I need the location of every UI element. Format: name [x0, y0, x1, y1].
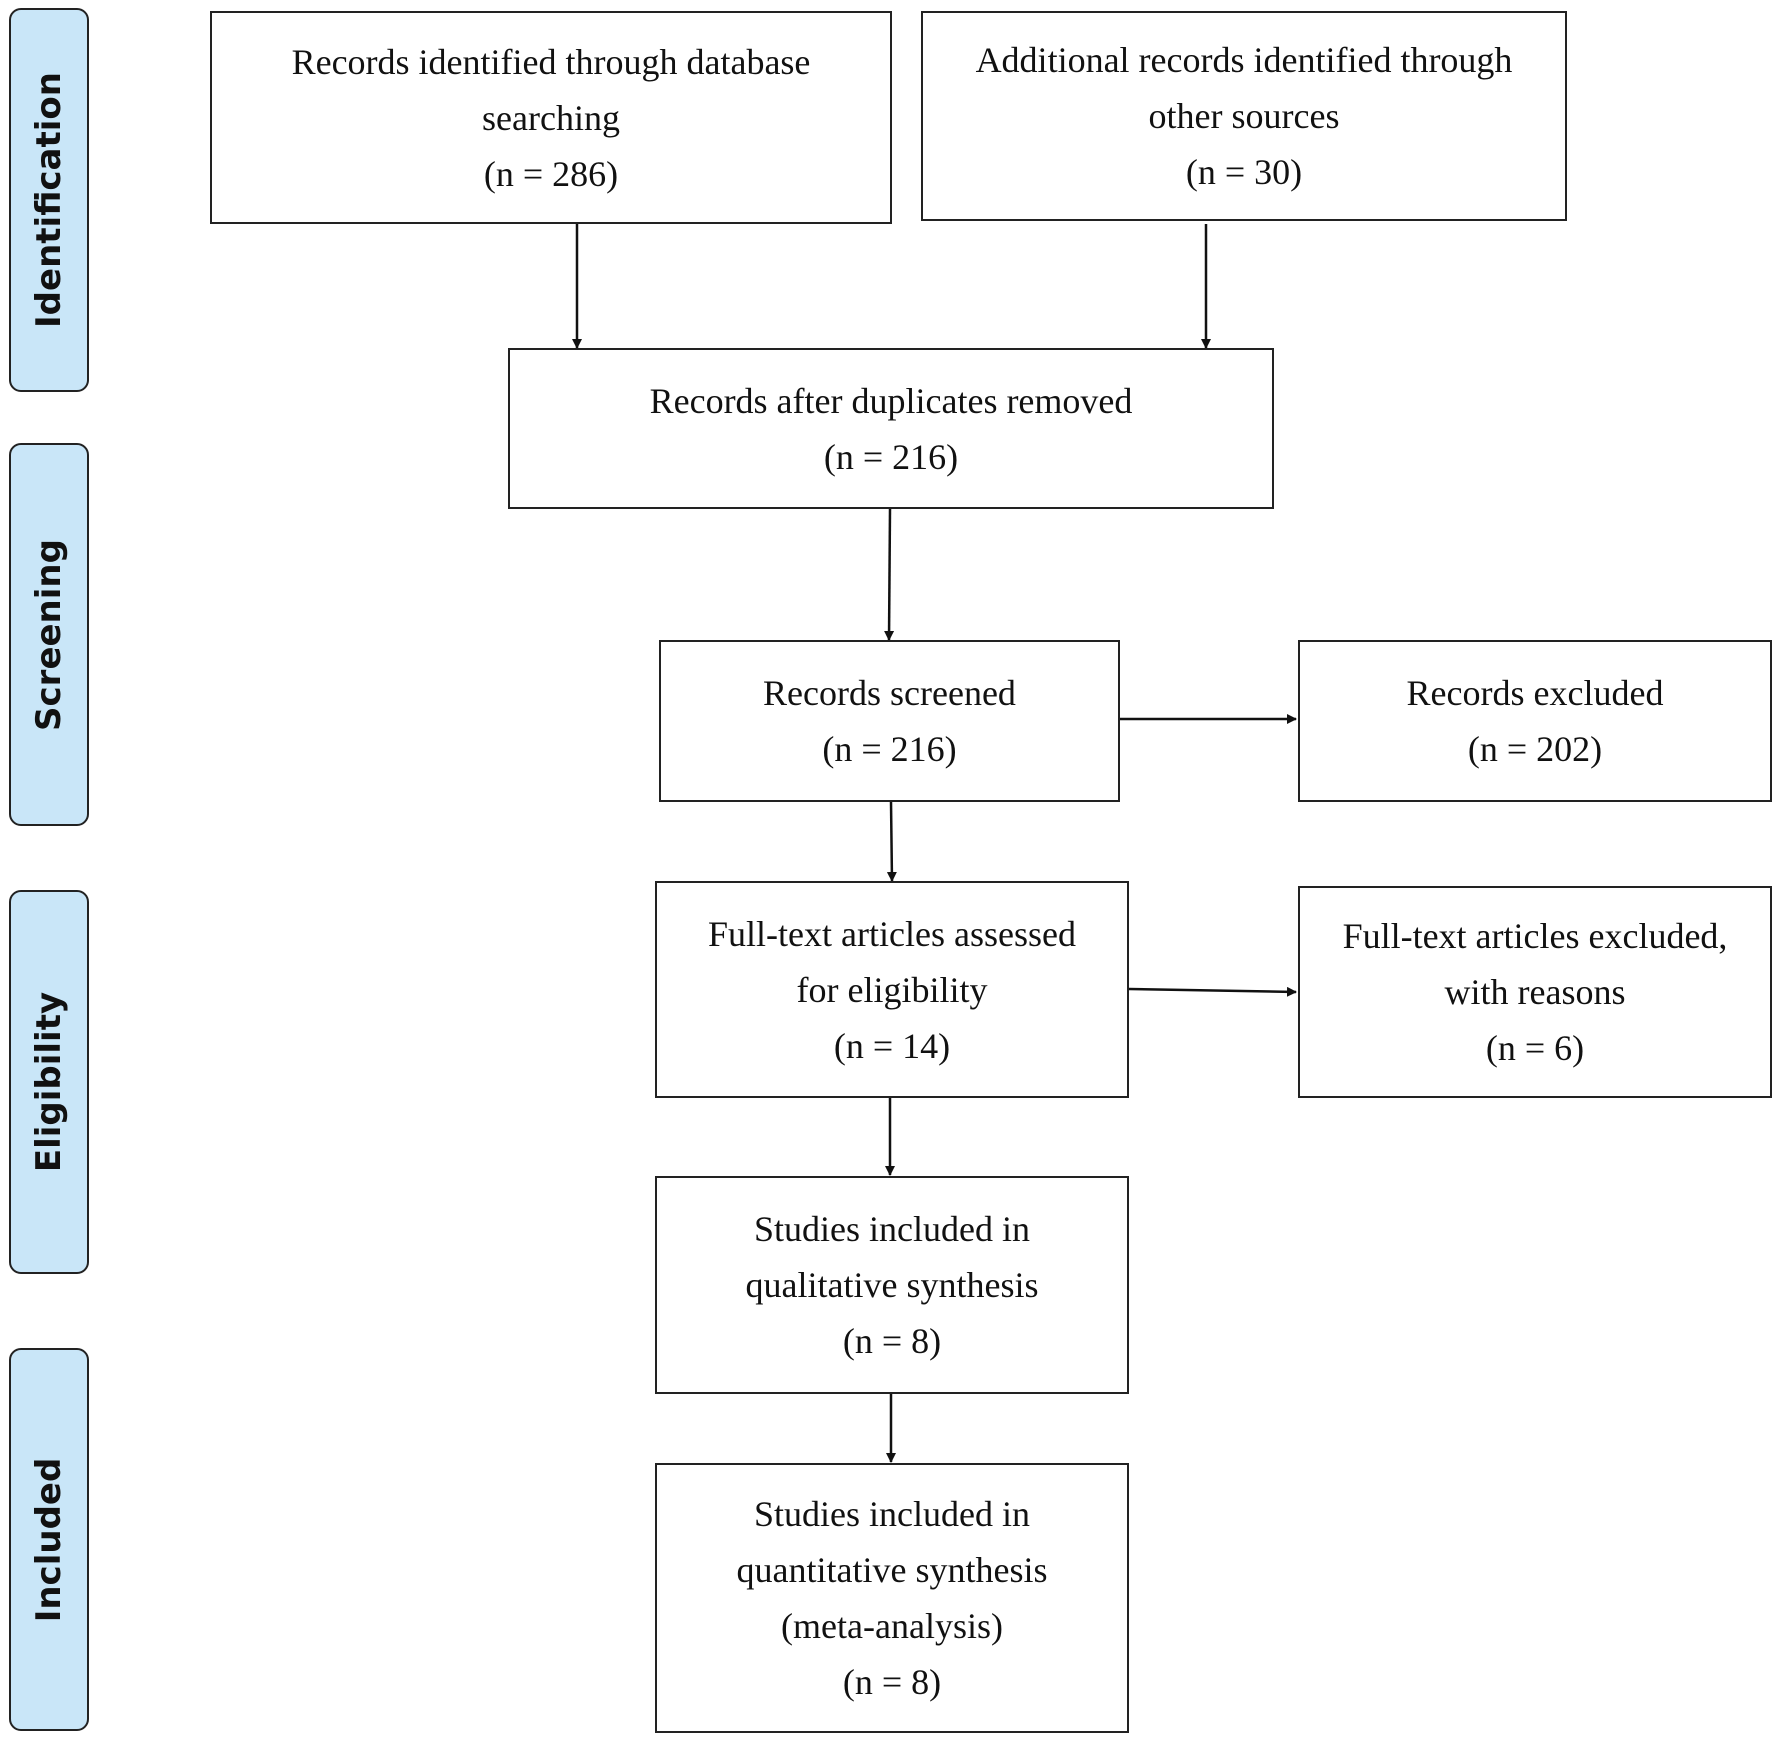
box-quantitative-synthesis: Studies included in quantitative synthes… — [655, 1463, 1129, 1733]
box-line: (n = 30) — [1185, 152, 1303, 192]
box-line: (n = 286) — [483, 153, 619, 194]
box-records-screened: Records screened (n = 216) — [659, 640, 1120, 802]
box-line: qualitative synthesis — [745, 1265, 1039, 1305]
box-fulltext-assessed: Full-text articles assessed for eligibil… — [655, 881, 1129, 1098]
phase-included: Included — [9, 1348, 89, 1731]
box-other-sources: Additional records identified through ot… — [921, 11, 1567, 221]
box-line: (n = 216) — [823, 436, 959, 477]
box-line: other sources — [1148, 96, 1340, 136]
arrow-fulltext-to-excluded — [1128, 986, 1297, 997]
box-line: (n = 6) — [1485, 1028, 1585, 1068]
box-duplicates-removed: Records after duplicates removed (n = 21… — [508, 348, 1274, 509]
box-line: (n = 202) — [1467, 729, 1603, 769]
phase-identification: Identification — [9, 8, 89, 392]
box-line: Records screened — [763, 673, 1016, 713]
box-line: Records excluded — [1406, 673, 1664, 713]
box-line: with reasons — [1444, 972, 1626, 1012]
box-line: quantitative synthesis — [736, 1550, 1048, 1590]
box-line: Additional records identified through — [975, 40, 1513, 80]
box-line: (meta-analysis) — [781, 1606, 1003, 1646]
arrow-duplicates-to-screened — [884, 508, 895, 641]
box-line: Full-text articles excluded, — [1342, 916, 1728, 956]
box-line: Studies included in — [754, 1494, 1030, 1534]
box-line: (n = 14) — [833, 1025, 951, 1066]
box-line: (n = 8) — [842, 1662, 942, 1702]
phase-eligibility: Eligibility — [9, 890, 89, 1274]
box-line: Records after duplicates removed — [649, 380, 1133, 421]
arrow-screened-to-fulltext — [886, 801, 897, 882]
box-line: Full-text articles assessed — [708, 913, 1076, 954]
box-qualitative-synthesis: Studies included in qualitative synthesi… — [655, 1176, 1129, 1394]
box-line: Records identified through database — [291, 41, 811, 82]
box-fulltext-excluded: Full-text articles excluded, with reason… — [1298, 886, 1772, 1098]
box-line: searching — [482, 97, 620, 138]
box-line: (n = 8) — [842, 1321, 942, 1361]
box-records-excluded: Records excluded (n = 202) — [1298, 640, 1772, 802]
box-line: for eligibility — [796, 969, 988, 1010]
box-line: Studies included in — [754, 1209, 1030, 1249]
box-line: (n = 216) — [822, 729, 957, 769]
box-database-records: Records identified through database sear… — [210, 11, 892, 224]
phase-screening: Screening — [9, 443, 89, 826]
